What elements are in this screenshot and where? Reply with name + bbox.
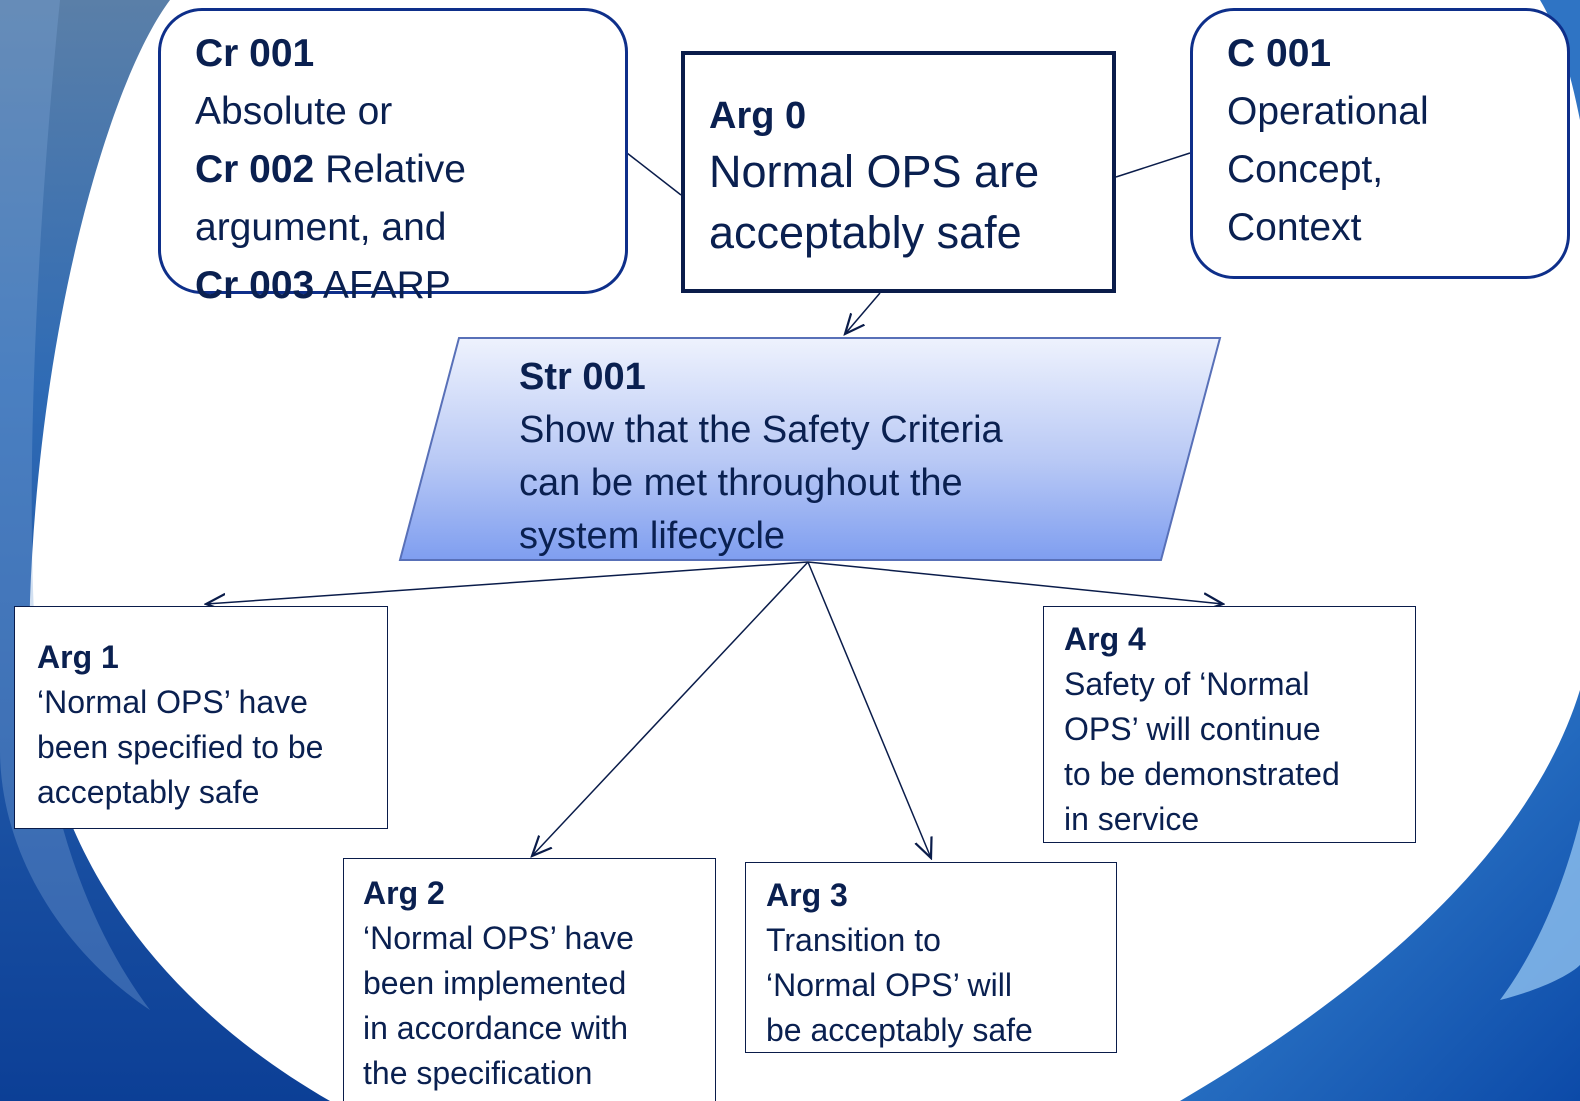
top-right-swoosh [1540,0,1580,120]
cr-line-absolute: Absolute or [195,90,393,133]
sub-goal-arg4: Arg 4 Safety of ‘Normal OPS’ will contin… [1043,606,1416,843]
arg2-line1: ‘Normal OPS’ have [363,920,634,956]
arrow-str001-to-arg3 [807,561,931,858]
c001-line1: Operational [1227,90,1429,133]
arg2-id: Arg 2 [363,875,445,911]
link-c001-to-arg0 [1115,152,1191,178]
cr003-text: AFARP [314,264,451,307]
arg1-line2: been specified to be [37,729,324,765]
operational-context-node: C 001 Operational Concept, Context [1190,8,1570,279]
arg1-line3: acceptably safe [37,774,260,810]
arg3-line2: ‘Normal OPS’ will [766,967,1012,1003]
arg1-line1: ‘Normal OPS’ have [37,684,308,720]
arg0-text-line2: acceptably safe [709,207,1022,258]
arrow-str001-to-arg4 [807,561,1223,604]
str001-id: Str 001 [519,356,646,398]
left-swoosh [0,0,330,1101]
strategy-parallelogram [398,337,1222,561]
cr002-id: Cr 002 [195,148,315,191]
arrow-arg0-to-str001 [845,292,881,334]
strategy-node: Str 001 Show that the Safety Criteria ca… [519,351,1159,563]
c001-line2: Concept, [1227,148,1384,191]
arg4-line4: in service [1064,801,1200,837]
arg3-line1: Transition to [766,922,941,958]
sub-goal-arg3: Arg 3 Transition to ‘Normal OPS’ will be… [745,862,1117,1053]
arg4-line1: Safety of ‘Normal [1064,666,1310,702]
str001-line3: system lifecycle [519,515,786,557]
arg2-line3: in accordance with [363,1010,629,1046]
right-swoosh [1180,690,1580,1101]
str001-line2: can be met throughout the [519,462,963,504]
arg0-text-line1: Normal OPS are [709,146,1040,197]
sub-goal-arg1: Arg 1 ‘Normal OPS’ have been specified t… [14,606,388,829]
arg2-line4: the specification [363,1055,593,1091]
arg3-line3: be acceptably safe [766,1012,1033,1048]
arg4-line3: to be demonstrated [1064,756,1340,792]
arg2-line2: been implemented [363,965,627,1001]
arg1-id: Arg 1 [37,639,119,675]
str001-line1: Show that the Safety Criteria [519,409,1003,451]
arg4-id: Arg 4 [1064,621,1146,657]
cr003-id: Cr 003 [195,264,315,307]
arrow-str001-to-arg2 [532,561,809,856]
arg4-line2: OPS’ will continue [1064,711,1321,747]
right-swoosh-light [1500,820,1580,1000]
c001-line3: Context [1227,206,1362,249]
arrow-str001-to-arg1 [206,561,809,604]
c001-id: C 001 [1227,32,1332,75]
top-goal-node: Arg 0 Normal OPS are acceptably safe [681,51,1116,293]
cr002-text: Relative [314,148,466,191]
criteria-context-node: Cr 001 Absolute or Cr 002 Relative argum… [158,8,628,307]
arg0-id: Arg 0 [709,95,807,137]
cr-line-argument: argument, and [195,206,447,249]
arg3-id: Arg 3 [766,877,848,913]
link-cr-to-arg0 [626,152,682,196]
sub-goal-arg2: Arg 2 ‘Normal OPS’ have been implemented… [343,858,716,1101]
cr001-id: Cr 001 [195,32,315,75]
